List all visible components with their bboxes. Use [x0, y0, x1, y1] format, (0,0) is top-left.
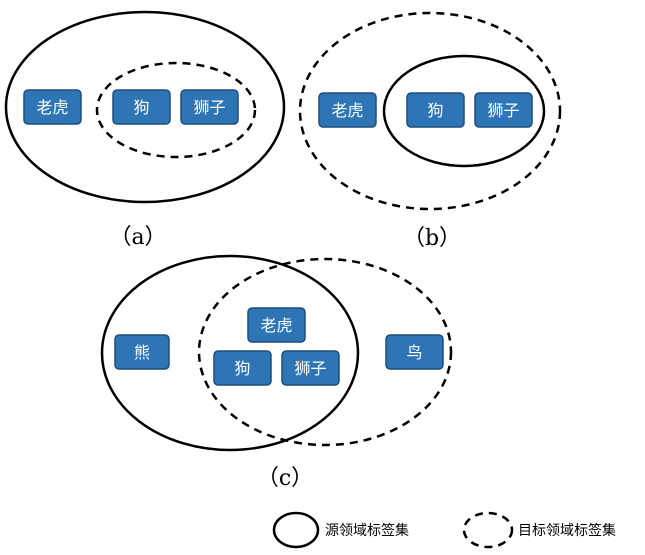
- panel-c-box-bear-label: 熊: [134, 343, 150, 362]
- panel-c-target-ellipse: [197, 257, 453, 447]
- panel-a-box-dog: 狗: [112, 89, 171, 125]
- panel-c-box-tiger: 老虎: [247, 307, 306, 343]
- panel-c-box-dog: 狗: [213, 350, 272, 386]
- panel-a-box-lion-label: 狮子: [193, 98, 225, 117]
- legend-target-label: 目标领域标签集: [518, 522, 616, 539]
- panel-b-box-dog: 狗: [406, 92, 465, 128]
- panel-b-target-ellipse: [298, 11, 562, 211]
- panel-a-source-ellipse: [4, 10, 286, 204]
- legend-target-swatch: [462, 511, 514, 549]
- panel-b-box-lion: 狮子: [474, 92, 533, 128]
- panel-c-box-bird: 鸟: [385, 334, 444, 370]
- panel-c-box-bear: 熊: [114, 334, 170, 370]
- panel-a-target-ellipse: [95, 61, 257, 159]
- legend: 源领域标签集 目标领域标签集: [272, 511, 616, 549]
- panel-b-box-tiger: 老虎: [318, 92, 377, 128]
- panel-b-box-tiger-label: 老虎: [331, 101, 363, 120]
- panel-b-box-lion-label: 狮子: [487, 101, 519, 120]
- panel-b-source-ellipse: [382, 54, 546, 168]
- panel-b-caption: （b）: [403, 226, 461, 251]
- panel-c-box-dog-label: 狗: [234, 359, 250, 378]
- panel-c: 熊 老虎 狗 狮子 鸟 （c）: [100, 254, 453, 491]
- panel-a-box-lion: 狮子: [180, 89, 239, 125]
- legend-source-label: 源领域标签集: [325, 522, 409, 539]
- panel-c-box-tiger-label: 老虎: [260, 316, 292, 335]
- panel-b-box-dog-label: 狗: [427, 101, 443, 120]
- panel-a-box-tiger-label: 老虎: [36, 98, 68, 117]
- panel-a-box-dog-label: 狗: [133, 98, 149, 117]
- panel-b: 老虎 狗 狮子 （b）: [298, 11, 562, 251]
- legend-source-swatch: [272, 511, 320, 549]
- panel-c-box-lion: 狮子: [281, 350, 340, 386]
- panel-a: 老虎 狗 狮子 （a）: [4, 10, 286, 250]
- panel-c-box-lion-label: 狮子: [294, 359, 326, 378]
- panel-a-caption: （a）: [109, 225, 166, 250]
- panel-c-box-bird-label: 鸟: [406, 343, 422, 362]
- panel-c-caption: （c）: [257, 466, 313, 491]
- panel-c-source-ellipse: [100, 254, 360, 452]
- panel-a-box-tiger: 老虎: [23, 89, 82, 125]
